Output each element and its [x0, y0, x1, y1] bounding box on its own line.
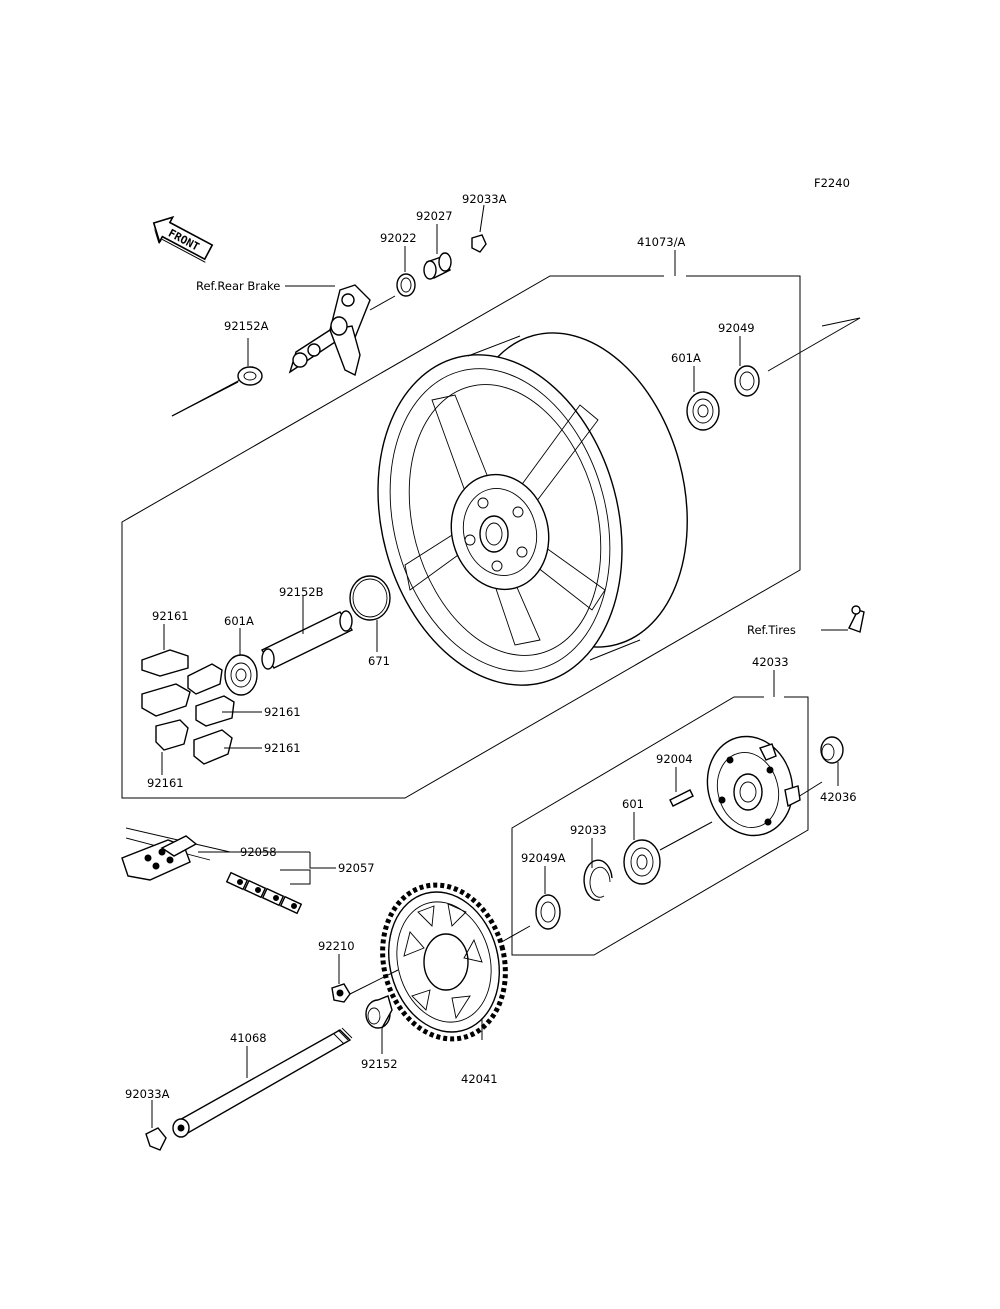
part-92152B — [260, 596, 354, 670]
part-92152A — [237, 338, 263, 386]
part-92049A — [535, 866, 561, 930]
part-92033A-top — [471, 204, 487, 253]
part-601A-left — [224, 628, 258, 696]
part-92057-chain — [121, 827, 336, 915]
label-92058: 92058 — [240, 845, 277, 859]
label-92004: 92004 — [656, 752, 693, 766]
part-92033A-bottom — [145, 1100, 167, 1151]
label-41073A: 41073/A — [637, 235, 685, 249]
label-41068: 41068 — [230, 1031, 267, 1045]
label-92033A-top: 92033A — [462, 192, 507, 206]
part-92022 — [396, 246, 416, 297]
label-92161-a: 92161 — [152, 609, 189, 623]
part-92049 — [734, 336, 760, 397]
label-601: 601 — [622, 797, 644, 811]
label-92033A-bottom: 92033A — [125, 1087, 170, 1101]
label-92161-c: 92161 — [264, 741, 301, 755]
wheel-group-frame — [121, 275, 801, 799]
diagram-code: F2240 — [814, 176, 850, 190]
label-92049A: 92049A — [521, 851, 566, 865]
rear-wheel — [377, 332, 688, 686]
label-ref-tires: Ref.Tires — [747, 623, 796, 637]
part-92033 — [583, 838, 613, 901]
label-42036: 42036 — [820, 790, 857, 804]
part-92210 — [331, 954, 399, 1003]
label-42033: 42033 — [752, 655, 789, 669]
label-601A-top: 601A — [671, 351, 701, 365]
label-92152: 92152 — [361, 1057, 398, 1071]
label-92161-d: 92161 — [147, 776, 184, 790]
part-92004 — [669, 767, 694, 807]
part-601 — [623, 812, 661, 885]
parts-92161-dampers — [141, 624, 262, 775]
part-42041-sprocket — [380, 882, 508, 1042]
part-42036 — [820, 736, 844, 786]
label-92033: 92033 — [570, 823, 607, 837]
label-92027: 92027 — [416, 209, 453, 223]
label-92161-b: 92161 — [264, 705, 301, 719]
label-ref-rear-brake: Ref.Rear Brake — [196, 279, 280, 293]
label-92057: 92057 — [338, 861, 375, 875]
part-601A-top — [686, 366, 720, 431]
label-92152B: 92152B — [279, 585, 324, 599]
front-arrow-icon: FRONT — [152, 215, 214, 263]
label-92022: 92022 — [380, 231, 417, 245]
label-42041: 42041 — [461, 1072, 498, 1086]
rear-brake-bracket — [288, 284, 396, 377]
label-92210: 92210 — [318, 939, 355, 953]
part-671 — [349, 575, 391, 652]
part-92027 — [423, 224, 452, 280]
label-92152A: 92152A — [224, 319, 269, 333]
part-42033 — [706, 735, 801, 837]
label-601A-left: 601A — [224, 614, 254, 628]
hub-group-frame — [511, 696, 809, 956]
label-92049: 92049 — [718, 321, 755, 335]
label-671: 671 — [368, 654, 390, 668]
part-92152 — [365, 995, 393, 1054]
part-41068-axle — [172, 1027, 353, 1138]
axis-right — [767, 317, 861, 372]
part-tire-valve — [821, 605, 865, 633]
